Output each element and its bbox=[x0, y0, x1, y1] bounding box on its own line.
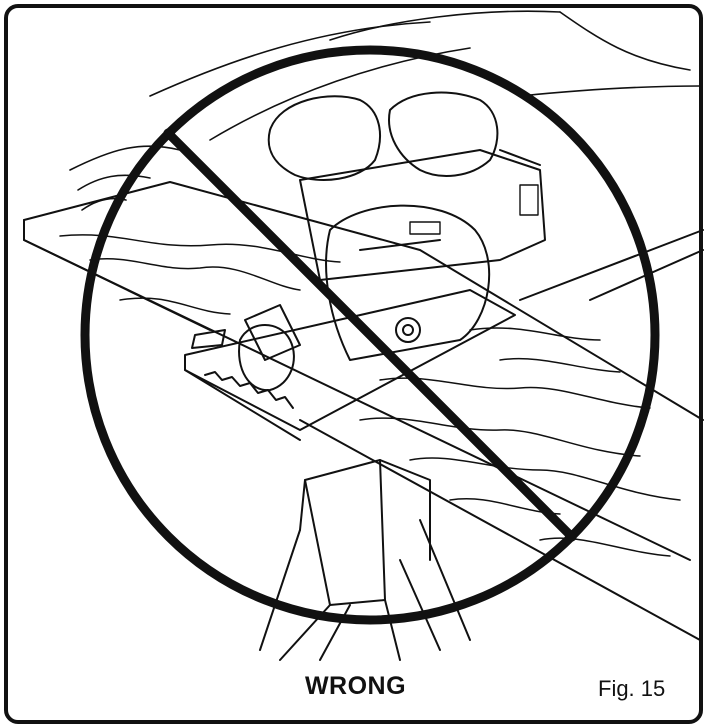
wood-grain bbox=[60, 235, 680, 556]
figure-number: Fig. 15 bbox=[598, 676, 665, 702]
prohibition-sign-icon bbox=[85, 50, 655, 620]
wood-board bbox=[24, 182, 703, 640]
sawhorse bbox=[260, 460, 470, 660]
illustration bbox=[0, 0, 711, 707]
